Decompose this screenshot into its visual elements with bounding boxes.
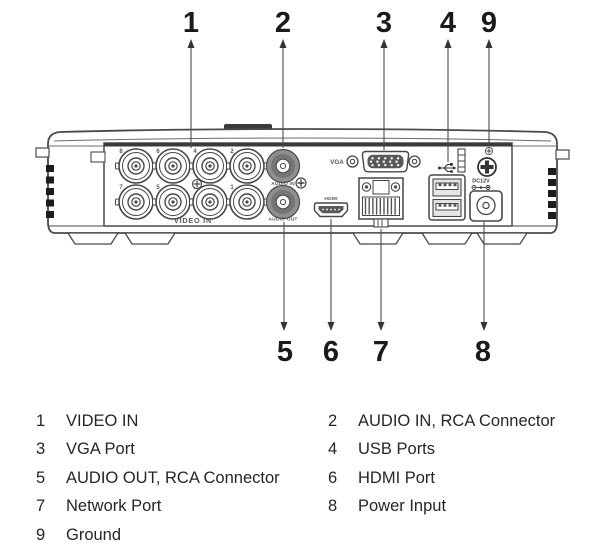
arrow-down-icon <box>480 322 488 331</box>
callout-number-7: 7 <box>372 336 390 368</box>
audio-in-label: AUDIO IN <box>271 181 295 187</box>
arrow-up-icon <box>380 39 388 48</box>
legend-label: Ground <box>66 525 122 544</box>
legend-number: 3 <box>36 440 46 459</box>
callout-number-6: 6 <box>322 336 340 368</box>
panel-top-border <box>104 143 512 147</box>
callout-number-8: 8 <box>474 336 492 368</box>
vga-screw-icon <box>408 155 421 168</box>
power-jack <box>469 190 503 222</box>
callout-number-1: 1 <box>182 7 200 39</box>
bnc-grid: 8 6 4 2 7 5 3 1 VIDEO IN <box>114 148 269 225</box>
rubber-feet <box>67 232 528 245</box>
arrowheads-top <box>187 39 493 48</box>
bnc-number: 8 <box>119 149 123 155</box>
legend: 1 VIDEO IN 2 AUDIO IN, RCA Connector 3 V… <box>30 407 586 550</box>
legend-number: 1 <box>36 411 46 430</box>
right-vents-icon <box>548 168 556 219</box>
legend-item-6: 6 HDMI Port <box>322 464 586 493</box>
vga-port <box>361 150 410 173</box>
device-drawing: 8 6 4 2 7 5 3 1 VIDEO IN AUDIO IN AUDIO … <box>35 39 570 331</box>
usb-icon <box>438 163 457 173</box>
audio-section: AUDIO IN AUDIO OUT <box>265 148 307 223</box>
legend-item-3: 3 VGA Port <box>30 436 322 465</box>
legend-item-8: 8 Power Input <box>322 493 586 522</box>
legend-number: 8 <box>328 497 338 516</box>
leader-lines-bottom <box>283 219 485 322</box>
arrow-down-icon <box>327 322 335 331</box>
legend-number: 6 <box>328 468 338 487</box>
network-port <box>358 177 404 228</box>
vga-label: VGA <box>330 159 344 166</box>
bnc-number: 4 <box>193 149 197 155</box>
callout-number-3: 3 <box>375 7 393 39</box>
legend-item-4: 4 USB Ports <box>322 436 586 465</box>
power-section: DC12V <box>469 146 503 222</box>
legend-item-5: 5 AUDIO OUT, RCA Connector <box>30 464 322 493</box>
panel-left-tab <box>90 151 106 163</box>
hdmi-label: HDMI <box>324 196 338 202</box>
arrow-up-icon <box>444 39 452 48</box>
legend-label: USB Ports <box>358 440 436 459</box>
chassis-top-crease <box>53 137 552 142</box>
legend-label: VIDEO IN <box>66 411 139 430</box>
legend-label: HDMI Port <box>358 468 436 487</box>
arrowheads-bottom <box>280 322 488 331</box>
leader-lines-top <box>190 47 490 162</box>
legend-item-2: 2 AUDIO IN, RCA Connector <box>322 407 586 436</box>
left-vents-icon <box>46 165 54 218</box>
vga-section: VGA <box>330 150 421 173</box>
bnc-number: 5 <box>156 185 160 191</box>
arrow-down-icon <box>377 322 385 331</box>
arrow-up-icon <box>279 39 287 48</box>
callout-number-5: 5 <box>276 336 294 368</box>
legend-label: Network Port <box>66 497 162 516</box>
left-tab <box>35 147 50 158</box>
legend-number: 5 <box>36 468 46 487</box>
dc12v-label: DC12V <box>472 179 490 185</box>
polarity-icon <box>471 185 491 190</box>
legend-number: 2 <box>328 411 338 430</box>
legend-item-9: 9 Ground <box>30 521 322 550</box>
legend-item-1: 1 VIDEO IN <box>30 407 322 436</box>
audio-screw-icon <box>295 177 307 189</box>
audio-out-label: AUDIO OUT <box>268 217 297 223</box>
arrow-down-icon <box>280 322 288 331</box>
audio-out-rca <box>265 184 301 220</box>
legend-number: 7 <box>36 497 46 516</box>
bnc-number: 6 <box>156 149 160 155</box>
legend-number: 9 <box>36 525 46 544</box>
callout-number-4: 4 <box>439 7 457 39</box>
bnc-number: 2 <box>230 149 234 155</box>
usb-ports <box>428 174 466 221</box>
video-in-label: VIDEO IN <box>174 216 212 225</box>
arrow-up-icon <box>485 39 493 48</box>
legend-item-7: 7 Network Port <box>30 493 322 522</box>
ground-screw <box>477 157 497 177</box>
legend-label: AUDIO IN, RCA Connector <box>358 411 556 430</box>
bnc-number: 1 <box>230 185 234 191</box>
arrow-up-icon <box>187 39 195 48</box>
panel-screw-icon <box>191 178 203 190</box>
vga-screw-icon <box>346 155 359 168</box>
legend-label: AUDIO OUT, RCA Connector <box>66 468 280 487</box>
legend-label: VGA Port <box>66 440 135 459</box>
legend-number: 4 <box>328 440 338 459</box>
callout-number-2: 2 <box>274 7 292 39</box>
bnc-number: 7 <box>119 185 123 191</box>
hdmi-section: HDMI <box>313 196 349 218</box>
right-tab <box>555 149 570 160</box>
callout-number-9: 9 <box>480 7 498 39</box>
hdmi-port <box>313 202 349 218</box>
audio-in-rca <box>265 148 301 184</box>
usb-section <box>428 148 466 221</box>
network-clip <box>373 218 389 228</box>
legend-label: Power Input <box>358 497 447 516</box>
ground-icon <box>484 146 494 156</box>
